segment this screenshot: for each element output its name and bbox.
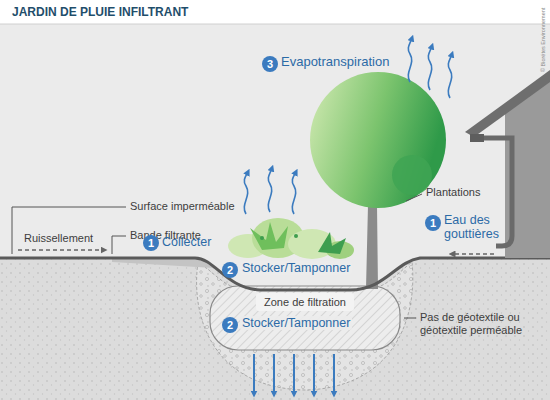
step-label: Stocker/Tamponner — [240, 261, 352, 275]
step-label: Stocker/Tamponner — [240, 316, 352, 330]
flow-label: Ruissellement — [24, 232, 93, 245]
zone-label: Zone de filtration — [264, 296, 346, 308]
part-label: Surface imperméable — [130, 200, 235, 213]
step-label: Eau des gouttières — [444, 213, 502, 242]
callout-number: 2 — [222, 317, 238, 333]
part-label: Pas de géotextile ou géotextile perméabl… — [420, 311, 548, 336]
callout-number: 2 — [222, 262, 238, 278]
callout-number: 3 — [262, 56, 278, 72]
callout-number: 1 — [143, 235, 159, 251]
callout-number: 1 — [425, 215, 441, 231]
step-label: Collecter — [162, 235, 211, 249]
part-label: Plantations — [426, 186, 480, 199]
filtration-zone: Zone de filtration — [256, 293, 354, 311]
diagram-title: JARDIN DE PLUIE INFILTRANT — [12, 5, 188, 19]
watermark: © Biorétes Environnement — [540, 8, 546, 72]
step-label: Evapotranspiration — [281, 55, 389, 70]
